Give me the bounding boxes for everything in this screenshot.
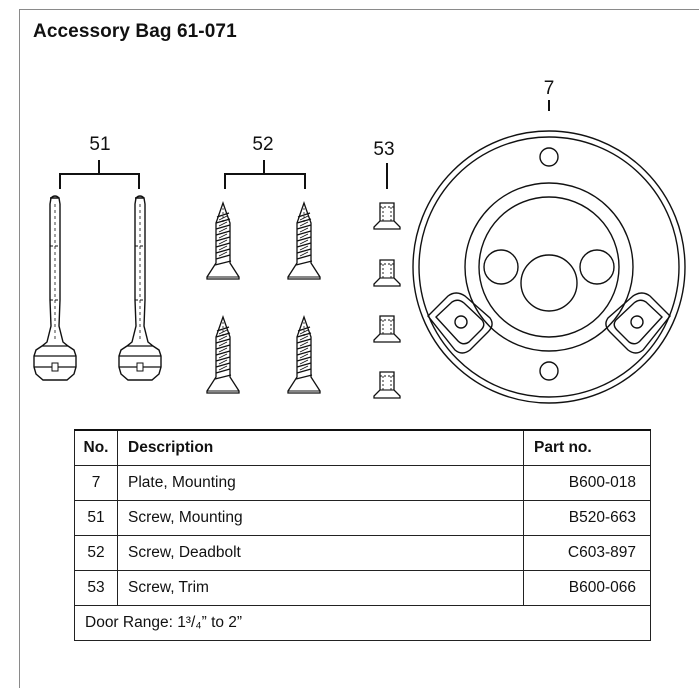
row-description: Screw, Trim — [117, 570, 524, 606]
row-part-no: B600-066 — [523, 570, 651, 606]
deadbolt-screw-bottom-left — [206, 316, 240, 394]
table-row: 51 Screw, Mounting B520-663 — [74, 500, 651, 536]
table-row: 52 Screw, Deadbolt C603-897 — [74, 535, 651, 571]
row-part-no: B520-663 — [523, 500, 651, 536]
bracket-52 — [224, 160, 306, 189]
table-row: 7 Plate, Mounting B600-018 — [74, 465, 651, 501]
table-footer-row: Door Range: 1³/₄” to 2” — [74, 605, 651, 641]
row-part-no: C603-897 — [523, 535, 651, 571]
deadbolt-screw-bottom-right — [287, 316, 321, 394]
trim-screw-4 — [373, 371, 401, 399]
table-header-row: No. Description Part no. — [74, 429, 651, 466]
parts-table: No. Description Part no. 7 Plate, Mounti… — [74, 429, 651, 641]
header-no: No. — [74, 429, 118, 466]
page-frame — [19, 9, 699, 688]
deadbolt-screw-top-right — [287, 202, 321, 280]
door-range-note: Door Range: 1³/₄” to 2” — [74, 605, 651, 641]
row-no: 51 — [74, 500, 118, 536]
header-description: Description — [117, 429, 524, 466]
row-description: Plate, Mounting — [117, 465, 524, 501]
callout-7: 7 — [544, 78, 555, 99]
mounting-screw-right — [118, 195, 162, 381]
bracket-51 — [59, 160, 140, 189]
table-row: 53 Screw, Trim B600-066 — [74, 570, 651, 606]
callout-52: 52 — [252, 134, 273, 155]
page-title: Accessory Bag 61-071 — [33, 21, 237, 42]
deadbolt-screw-top-left — [206, 202, 240, 280]
parts-illustration: 51 52 53 7 — [33, 78, 686, 404]
row-no: 53 — [74, 570, 118, 606]
callout-51: 51 — [89, 134, 110, 155]
callout-53: 53 — [373, 139, 394, 160]
trim-screw-2 — [373, 259, 401, 287]
row-description: Screw, Mounting — [117, 500, 524, 536]
trim-screw-1 — [373, 202, 401, 230]
mounting-screw-left — [33, 195, 77, 381]
row-description: Screw, Deadbolt — [117, 535, 524, 571]
mounting-plate — [412, 130, 686, 404]
row-part-no: B600-018 — [523, 465, 651, 501]
header-part-no: Part no. — [523, 429, 651, 466]
row-no: 52 — [74, 535, 118, 571]
trim-screw-3 — [373, 315, 401, 343]
row-no: 7 — [74, 465, 118, 501]
